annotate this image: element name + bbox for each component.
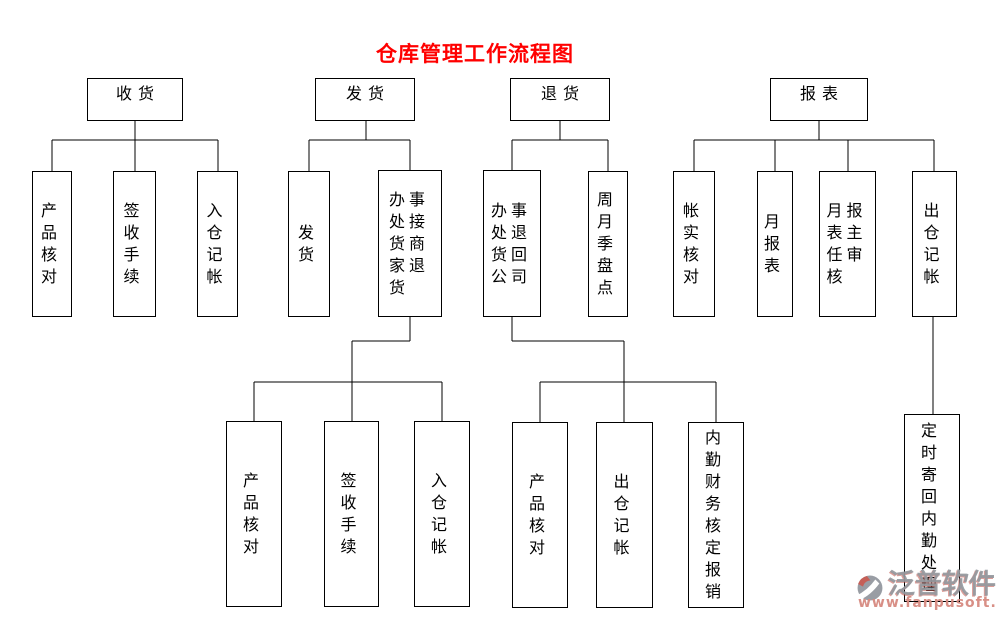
flow-node-rucang1: 入仓 记帐 [197, 171, 247, 317]
flow-node-chucang1: 出仓 记帐 [912, 171, 984, 317]
flow-node-label: 帐实核对 [683, 201, 704, 286]
flow-node-label: 产品核对 [529, 472, 550, 557]
flow-node-label: 办事处退货回公司 [491, 200, 532, 286]
flow-node-chanpin2: 产品核对 [226, 421, 282, 607]
flow-node-label: 定时寄回内勤处理 [921, 421, 942, 594]
flow-node-fahuo: 发货 [315, 78, 415, 121]
flow-node-tuihuo: 退货 [510, 78, 610, 121]
flow-node-chanpin3: 产品核对 [512, 422, 568, 608]
flow-node-label: 入仓 记帐 [431, 471, 472, 556]
flow-node-label: 办事处接货商家退货 [389, 189, 430, 297]
flow-node-yuebao: 月报表 [757, 171, 793, 317]
flow-node-label: 退货 [540, 84, 585, 103]
flow-node-label: 出仓 记帐 [613, 472, 654, 557]
flow-node-fahuo2: 发 货 [288, 171, 359, 317]
flow-node-label: 产品核对 [41, 201, 62, 286]
flow-node-label: 签收手续 [123, 201, 144, 286]
flow-node-label: 收货 [115, 84, 160, 103]
flow-node-label: 出仓 记帐 [923, 201, 984, 286]
flow-node-label: 发货 [345, 84, 390, 103]
flow-node-chanpin1: 产品核对 [32, 171, 72, 317]
flow-node-chucang2: 出仓 记帐 [596, 422, 653, 608]
flow-node-neiqin: 内勤财务核定报销 [688, 422, 744, 608]
flow-node-jiehuo: 办事处接货商家退货 [378, 170, 442, 317]
flow-node-label: 签收手续 [340, 471, 361, 556]
flow-node-label: 周月季盘点 [597, 190, 618, 297]
flow-node-label: 入仓 记帐 [206, 201, 247, 286]
flow-node-qianshou1: 签收手续 [113, 171, 156, 317]
flow-node-label: 月报表主任审核 [826, 201, 867, 286]
flow-node-qianshou2: 签收手续 [324, 421, 379, 607]
diagram-title: 仓库管理工作流程图 [376, 41, 574, 66]
flow-node-dingshi: 定时寄回内勤处理 [904, 414, 960, 602]
flow-node-label: 内勤财务核定报销 [705, 428, 726, 601]
flow-node-label: 发 货 [298, 223, 359, 264]
flow-node-zhuren: 月报表主任审核 [819, 171, 876, 317]
flow-node-label: 月报表 [764, 212, 785, 275]
flow-node-zhouyueji: 周月季盘点 [588, 171, 628, 317]
flow-node-label: 产品核对 [243, 471, 264, 556]
flow-node-rucang2: 入仓 记帐 [414, 421, 470, 607]
flow-node-zhangshi: 帐实核对 [673, 171, 715, 317]
flow-node-label: 报表 [799, 84, 844, 103]
flow-node-shouhuo: 收货 [87, 78, 183, 121]
flow-node-baobiao: 报表 [770, 78, 868, 121]
flow-node-tuihui: 办事处退货回公司 [483, 170, 541, 317]
